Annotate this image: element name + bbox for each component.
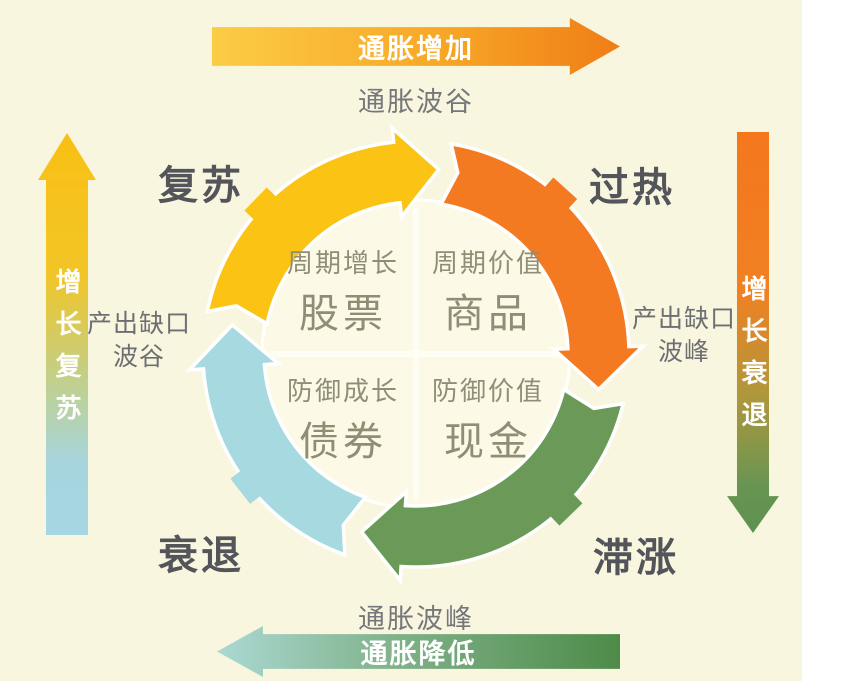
inflation-trough-label: 通胀波谷 — [358, 87, 474, 117]
quadrant-overheat-strategy: 周期价值 — [431, 248, 544, 278]
growth-recovery-label: 增长复苏 — [52, 268, 82, 436]
quadrant-recovery-strategy: 周期增长 — [286, 248, 399, 278]
ring-tab-top-left — [244, 187, 279, 222]
inflation-decrease-arrow: 通胀降低 — [217, 626, 620, 677]
quadrant-overheat: 周期价值 商品 — [403, 246, 573, 342]
ring-segment-top-right — [438, 141, 648, 392]
quadrant-stagflation-strategy: 防御价值 — [431, 376, 544, 406]
output-gap-peak-line1: 产出缺口 — [631, 305, 736, 333]
phase-label-recovery: 复苏 — [158, 164, 244, 208]
ring-tab-bottom-right — [548, 491, 583, 526]
output-gap-peak-line2: 波峰 — [657, 338, 710, 366]
clock-ring — [185, 123, 648, 586]
inflation-peak-label: 通胀波峰 — [358, 604, 474, 634]
diagram-canvas: 通胀增加 通胀波谷 通胀波峰 通胀降低 增长复苏 产出缺口 波谷 增长衰退 产出… — [0, 0, 802, 681]
inflation-decrease-label: 通胀降低 — [360, 639, 477, 669]
growth-decline-label: 增长衰退 — [738, 275, 768, 443]
output-gap-trough-line1: 产出缺口 — [86, 310, 191, 338]
output-gap-trough-line2: 波谷 — [112, 343, 165, 371]
ring-segment-bottom-left — [185, 322, 369, 558]
growth-recovery-arrow — [38, 133, 96, 535]
quadrant-recession-asset: 债券 — [299, 420, 387, 464]
phase-label-stagflation: 滞涨 — [593, 536, 679, 580]
output-gap-peak-label: 产出缺口 波峰 — [629, 303, 739, 369]
ring-segment-bottom-right — [359, 386, 626, 586]
quadrant-recession-strategy: 防御成长 — [286, 376, 399, 406]
quadrant-recovery-asset: 股票 — [299, 292, 387, 336]
ring-tab-bottom-left — [230, 468, 263, 504]
inflation-increase-arrow: 通胀增加 — [212, 18, 620, 75]
ring-segment-top-left — [205, 123, 442, 327]
output-gap-trough-label: 产出缺口 波谷 — [84, 308, 194, 374]
quadrant-recovery: 周期增长 股票 — [258, 246, 428, 342]
quadrant-recession: 防御成长 债券 — [258, 374, 428, 470]
quadrant-stagflation-asset: 现金 — [444, 420, 532, 464]
ring-tab-top-right — [542, 177, 578, 211]
inflation-increase-label: 通胀增加 — [358, 34, 474, 64]
quadrant-stagflation: 防御价值 现金 — [403, 374, 573, 470]
quadrant-overheat-asset: 商品 — [444, 292, 532, 336]
phase-label-recession: 衰退 — [158, 534, 244, 578]
phase-label-overheat: 过热 — [589, 166, 675, 210]
